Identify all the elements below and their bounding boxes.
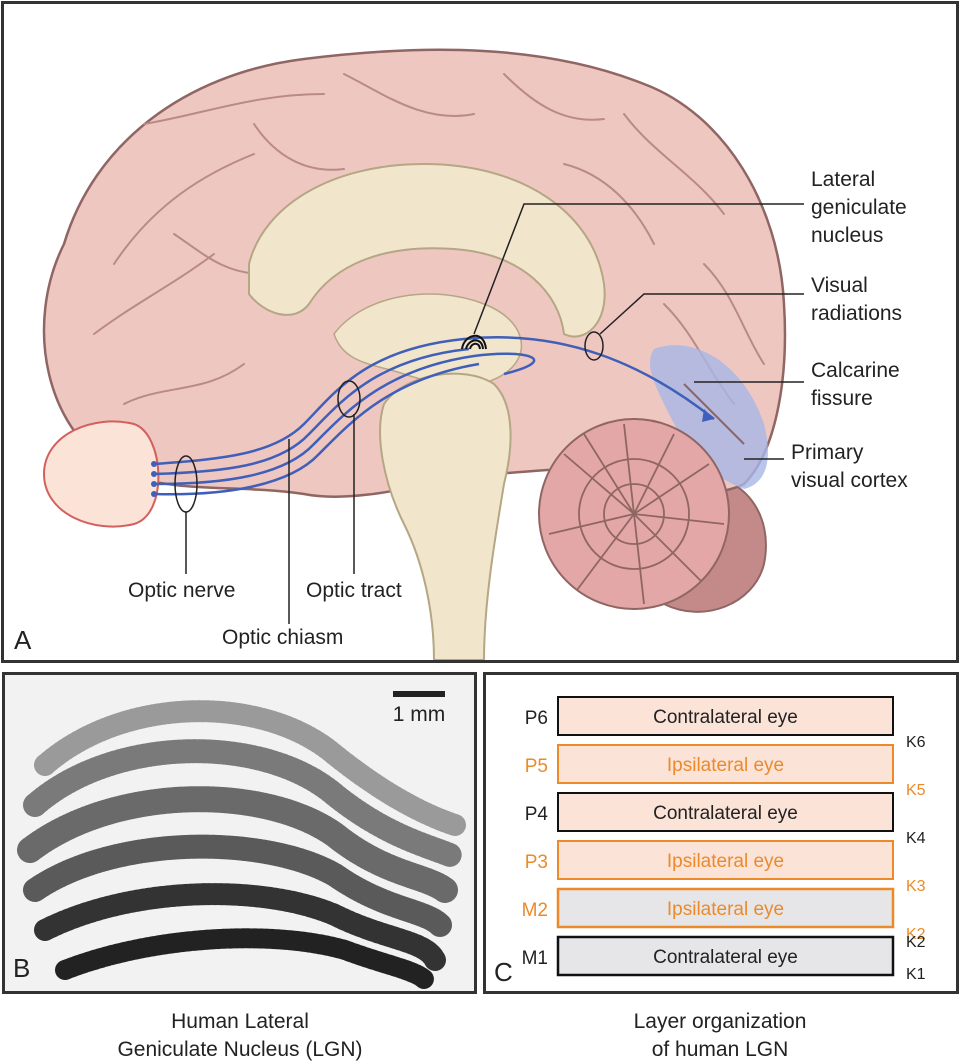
label-visual-radiations-line2: radiations xyxy=(811,302,902,325)
lgn-structure xyxy=(461,334,487,350)
label-lgn-line3: nucleus xyxy=(811,224,883,247)
layer-label-p6: Contralateral eye xyxy=(653,707,798,728)
k-label-5: K2 xyxy=(906,926,926,943)
label-optic-chiasm: Optic chiasm xyxy=(222,626,343,649)
layer-box-p5 xyxy=(557,744,894,784)
layer-label-m1: Contralateral eye xyxy=(653,947,798,968)
layer-box-p6 xyxy=(557,696,894,736)
layer-box-m1 xyxy=(556,935,895,977)
brain-visual-pathway-diagram: Lateral geniculate nucleus Visual radiat… xyxy=(14,48,908,661)
visual-pathway-fibers xyxy=(153,336,715,496)
label-optic-nerve: Optic nerve xyxy=(128,579,235,602)
leader-lines xyxy=(174,203,804,624)
label-calcarine-line2: fissure xyxy=(811,387,873,410)
layer-label-m2: Ipsilateral eye xyxy=(667,899,784,920)
layer-id-p3: P3 xyxy=(525,852,548,873)
fiber-endpoints xyxy=(151,409,714,497)
panel-b: 1 mm B xyxy=(2,672,477,994)
caption-panel-b: Human Lateral Geniculate Nucleus (LGN) xyxy=(30,1008,450,1064)
caption-panel-c: Layer organization of human LGN xyxy=(510,1008,930,1064)
cerebellum-folia xyxy=(548,423,725,605)
scale-bar-label: 1 mm xyxy=(393,703,446,726)
label-primary-cortex-line1: Primary xyxy=(791,441,864,464)
layer-id-p6: P6 xyxy=(525,708,548,729)
k-label-1: K6 xyxy=(906,734,926,751)
k-label-bottom: K1 xyxy=(906,966,926,983)
k-label-4: K3 xyxy=(906,878,926,895)
layer-label-p4: Contralateral eye xyxy=(653,803,798,824)
panel-a: Lateral geniculate nucleus Visual radiat… xyxy=(1,1,959,663)
k-label-2: K5 xyxy=(906,782,926,799)
panel-a-letter: A xyxy=(14,625,32,655)
scale-bar xyxy=(393,691,445,697)
layer-id-m2: M2 xyxy=(522,900,548,921)
brainstem xyxy=(379,372,512,661)
layer-label-p5: Ipsilateral eye xyxy=(667,755,784,776)
k-label-6: K2 xyxy=(906,934,926,951)
thalamus-region xyxy=(333,293,523,387)
lgn-histology-image: 1 mm B xyxy=(5,675,474,991)
layer-box-m2 xyxy=(556,887,895,929)
caption-b-line2: Geniculate Nucleus (LGN) xyxy=(117,1038,363,1061)
label-calcarine-line1: Calcarine xyxy=(811,359,900,382)
k-label-3: K4 xyxy=(906,830,926,847)
layer-label-p3: Ipsilateral eye xyxy=(667,851,784,872)
panel-c-letter: C xyxy=(494,957,513,987)
layer-id-p5: P5 xyxy=(525,756,548,777)
layer-id-p4: P4 xyxy=(525,804,549,825)
layer-box-p4 xyxy=(557,792,894,832)
label-optic-tract: Optic tract xyxy=(306,579,402,602)
label-visual-radiations-line1: Visual xyxy=(811,274,868,297)
calcarine-fissure-line xyxy=(683,383,745,445)
corpus-callosum xyxy=(248,162,606,338)
caption-c-line2: of human LGN xyxy=(651,1038,789,1061)
panel-b-letter: B xyxy=(13,953,30,983)
label-primary-cortex-line2: visual cortex xyxy=(791,469,908,492)
layer-box-p3 xyxy=(557,840,894,880)
lgn-cell-layers xyxy=(17,700,466,990)
layer-id-m1: M1 xyxy=(522,948,548,969)
label-lgn-line1: Lateral xyxy=(811,168,875,191)
caption-c-line1: Layer organization xyxy=(633,1010,807,1033)
caption-b-line1: Human Lateral xyxy=(171,1010,309,1033)
label-lgn-line2: geniculate xyxy=(811,196,907,219)
eye xyxy=(42,420,160,528)
